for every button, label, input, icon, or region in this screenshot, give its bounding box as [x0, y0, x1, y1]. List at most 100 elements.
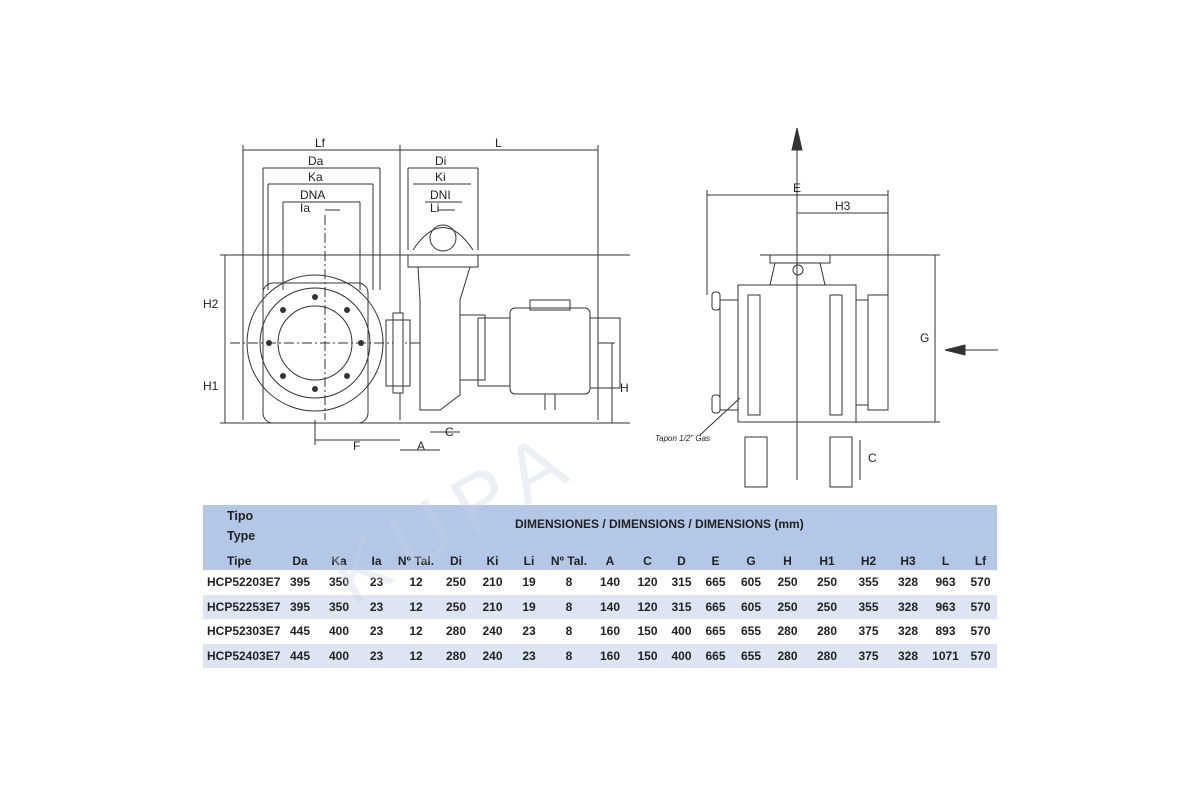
- dimension-cell: 12: [409, 575, 423, 590]
- label-c: C: [445, 425, 454, 439]
- side-view: [699, 127, 998, 488]
- dimension-cell: 445: [289, 648, 311, 663]
- dimension-cell: 655: [740, 624, 762, 639]
- column-header: E: [711, 554, 720, 569]
- column-header: H1: [819, 554, 835, 569]
- dimension-cell: 210: [482, 575, 503, 590]
- dimension-cell: 150: [637, 624, 658, 639]
- column-header: L: [941, 554, 950, 569]
- dimension-cell: 375: [858, 624, 879, 639]
- dimension-cell: 350: [328, 575, 350, 590]
- dimension-cell: 280: [816, 624, 838, 639]
- label-e: E: [793, 181, 801, 195]
- dimension-cell: 665: [705, 599, 726, 614]
- column-header: Ka: [331, 554, 347, 569]
- dimension-cell: 328: [897, 575, 919, 590]
- dimension-cell: 280: [777, 648, 798, 663]
- label-c-side: C: [868, 451, 877, 465]
- dimension-cell: 12: [409, 599, 423, 614]
- dimension-cell: 210: [482, 599, 503, 614]
- label-f: F: [353, 439, 360, 453]
- dimension-cell: 893: [935, 624, 956, 639]
- label-lf: Lf: [315, 136, 326, 150]
- dimension-cell: 250: [816, 599, 838, 614]
- dimension-cell: 570: [970, 599, 991, 614]
- column-header: Li: [523, 554, 535, 569]
- table-title: DIMENSIONES / DIMENSIONS / DIMENSIONS (m…: [515, 517, 804, 531]
- dimension-cell: 665: [705, 575, 726, 590]
- dimension-cell: 23: [369, 599, 384, 614]
- dimension-cell: 605: [740, 599, 762, 614]
- model-cell: HCP52303E7: [207, 624, 281, 639]
- label-ka: Ka: [308, 170, 323, 184]
- label-di: Di: [435, 154, 446, 168]
- label-h: H: [620, 381, 629, 395]
- dimension-cell: 665: [705, 624, 726, 639]
- label-l: L: [495, 136, 502, 150]
- label-dna: DNA: [300, 188, 325, 202]
- dimension-cell: 1071: [932, 648, 959, 663]
- dimension-cell: 240: [482, 648, 503, 663]
- dimension-cell: 400: [328, 624, 350, 639]
- dimension-cell: 400: [671, 648, 692, 663]
- dimension-cell: 250: [816, 575, 838, 590]
- dimension-cell: 570: [970, 624, 991, 639]
- dimension-cell: 315: [671, 599, 692, 614]
- column-header: Da: [292, 554, 308, 569]
- label-h3: H3: [835, 199, 851, 213]
- dimension-cell: 12: [409, 624, 423, 639]
- dimension-cell: 963: [935, 599, 956, 614]
- dimension-cell: 395: [289, 599, 311, 614]
- dimension-cell: 655: [740, 648, 762, 663]
- dimension-cell: 445: [289, 624, 311, 639]
- table-header: Tipo Type DIMENSIONES / DIMENSIONS / DIM…: [203, 505, 997, 570]
- label-da: Da: [308, 154, 324, 168]
- dimension-cell: 8: [565, 648, 573, 663]
- dimension-cell: 23: [369, 624, 384, 639]
- dimension-cell: 120: [637, 599, 658, 614]
- column-header: H3: [900, 554, 916, 569]
- column-header: Ia: [371, 554, 382, 569]
- dimension-cell: 570: [970, 648, 991, 663]
- column-header: Lf: [974, 554, 987, 569]
- dimension-cell: 375: [858, 648, 879, 663]
- plug-note: Tapon 1/2" Gas: [655, 434, 710, 443]
- dimension-cell: 328: [897, 624, 919, 639]
- dimension-cell: 23: [369, 648, 384, 663]
- column-headers: Tipe Da Ka Ia Nº Tal. Di Ki Li Nº Tal. A…: [203, 549, 997, 574]
- column-header: Di: [450, 554, 462, 569]
- column-header: G: [746, 554, 756, 569]
- dimension-cell: 350: [328, 599, 350, 614]
- dimension-cell: 23: [369, 575, 384, 590]
- column-header: C: [643, 554, 652, 569]
- model-cell: HCP52253E7: [207, 599, 281, 614]
- dimension-cell: 250: [777, 599, 798, 614]
- dimension-cell: 605: [740, 575, 762, 590]
- column-header: Nº Tal.: [397, 554, 435, 569]
- column-header: Ki: [486, 554, 499, 569]
- dimension-cell: 280: [777, 624, 798, 639]
- model-cell: HCP52403E7: [207, 648, 281, 663]
- column-header: H: [783, 554, 792, 569]
- pump-dimension-drawing: Lf Da Ka DNA Ia L Di Ki DNI Li H2 H1 F A…: [203, 127, 998, 488]
- model-cell: HCP52203E7: [207, 575, 281, 590]
- column-header: H2: [860, 554, 877, 569]
- dimension-cell: 570: [970, 575, 991, 590]
- dimension-cell: 328: [897, 648, 919, 663]
- dimension-cell: 19: [522, 599, 536, 614]
- label-ki: Ki: [435, 170, 446, 184]
- dimension-cell: 665: [705, 648, 726, 663]
- dimension-cell: 250: [445, 575, 467, 590]
- dimension-cell: 8: [565, 599, 573, 614]
- dimension-cell: 395: [289, 575, 311, 590]
- column-header: A: [605, 554, 615, 569]
- column-header-type: Tipe: [227, 554, 252, 569]
- dimension-cell: 355: [858, 575, 879, 590]
- dimension-cell: 280: [816, 648, 838, 663]
- label-ia: Ia: [300, 201, 310, 215]
- dimension-cell: 120: [637, 575, 658, 590]
